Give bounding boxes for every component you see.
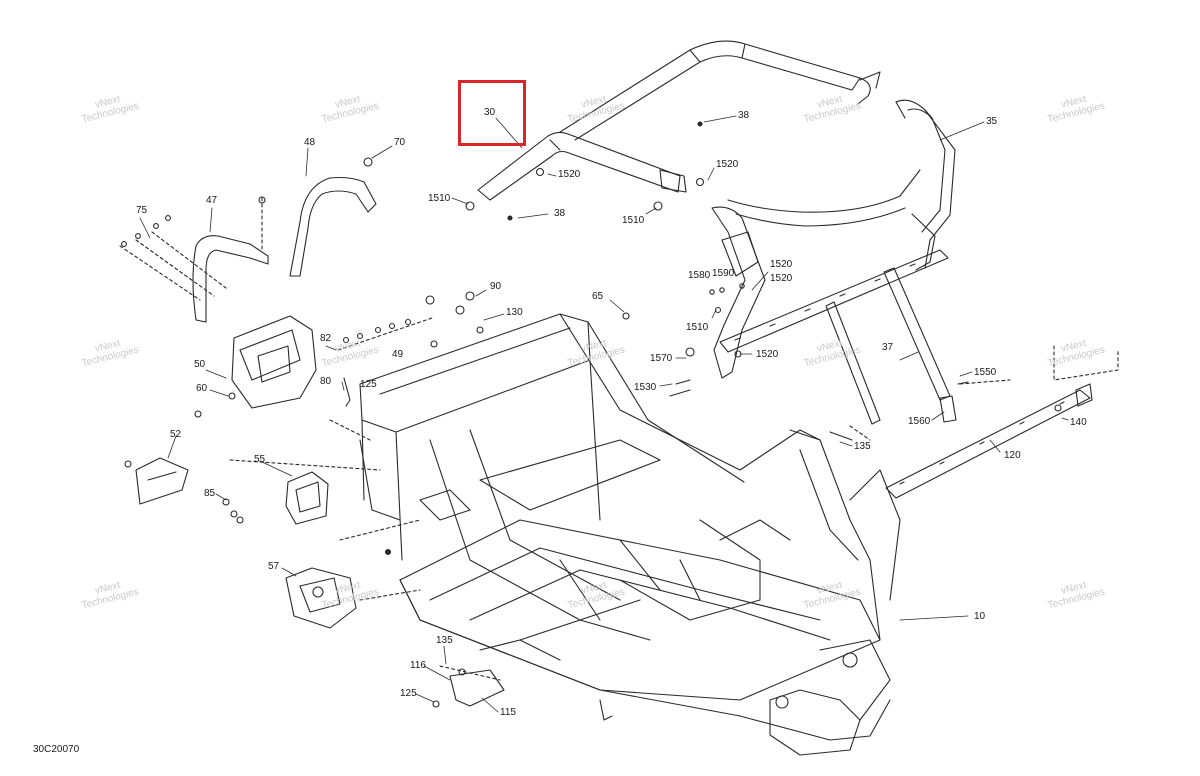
callout-1580[interactable]: 1580 [688, 270, 711, 281]
callout-1520[interactable]: 1520 [756, 349, 779, 360]
callout-130[interactable]: 130 [506, 307, 523, 318]
support-struts-37 [825, 267, 957, 425]
callout-1520[interactable]: 1520 [558, 169, 581, 180]
callout-140[interactable]: 140 [1070, 417, 1087, 428]
callout-47[interactable]: 47 [206, 195, 218, 206]
callout-1520[interactable]: 1520 [716, 159, 739, 170]
callout-1590[interactable]: 1590 [712, 268, 735, 279]
callout-57[interactable]: 57 [268, 561, 280, 572]
callout-50[interactable]: 50 [194, 359, 206, 370]
front-roof-crossbar-30 [465, 121, 705, 221]
callout-125[interactable]: 125 [400, 688, 417, 699]
side-rail-120 [849, 345, 1119, 499]
callout-80[interactable]: 80 [320, 376, 332, 387]
main-frame-10 [229, 313, 901, 756]
callout-1510[interactable]: 1510 [686, 322, 709, 333]
callout-1570[interactable]: 1570 [650, 353, 673, 364]
callout-1510[interactable]: 1510 [428, 193, 451, 204]
engine-mount-55 [222, 471, 329, 525]
callout-30[interactable]: 30 [484, 107, 496, 118]
front-bracket-50 [194, 315, 317, 418]
leader-lines [139, 115, 1069, 713]
callout-37[interactable]: 37 [882, 342, 894, 353]
callout-70[interactable]: 70 [394, 137, 406, 148]
callout-1530[interactable]: 1530 [634, 382, 657, 393]
callout-90[interactable]: 90 [490, 281, 502, 292]
callout-52[interactable]: 52 [170, 429, 182, 440]
callout-1520[interactable]: 1520 [770, 259, 793, 270]
callout-60[interactable]: 60 [196, 383, 208, 394]
callout-125[interactable]: 125 [360, 379, 377, 390]
callout-38[interactable]: 38 [554, 208, 566, 219]
callout-115[interactable]: 115 [500, 707, 516, 718]
callout-135[interactable]: 135 [436, 635, 453, 646]
callout-1520[interactable]: 1520 [770, 273, 793, 284]
callout-38[interactable]: 38 [738, 110, 750, 121]
callout-1510[interactable]: 1510 [622, 215, 645, 226]
callout-75[interactable]: 75 [136, 205, 148, 216]
diagram-id: 30C20070 [33, 744, 80, 755]
callout-85[interactable]: 85 [204, 488, 216, 499]
callout-49[interactable]: 49 [392, 349, 404, 360]
bolt-set-75 [119, 215, 227, 301]
callout-1560[interactable]: 1560 [908, 416, 931, 427]
callout-10[interactable]: 10 [974, 611, 986, 622]
grab-handle-48 [289, 157, 377, 277]
callout-35[interactable]: 35 [986, 116, 998, 127]
callout-82[interactable]: 82 [320, 333, 332, 344]
callout-120[interactable]: 120 [1004, 450, 1021, 461]
callout-135[interactable]: 135 [854, 441, 871, 452]
callout-48[interactable]: 48 [304, 137, 316, 148]
callout-55[interactable]: 55 [254, 454, 266, 465]
callout-1550[interactable]: 1550 [974, 367, 997, 378]
callout-116[interactable]: 116 [410, 660, 426, 671]
fasteners [337, 283, 969, 708]
callout-65[interactable]: 65 [592, 291, 604, 302]
highlight-box [458, 80, 526, 146]
bracket-52 [124, 457, 189, 505]
roll-cage-assembly [559, 40, 956, 379]
grab-handle-47 [192, 196, 269, 323]
engine-mount-57 [285, 567, 357, 629]
